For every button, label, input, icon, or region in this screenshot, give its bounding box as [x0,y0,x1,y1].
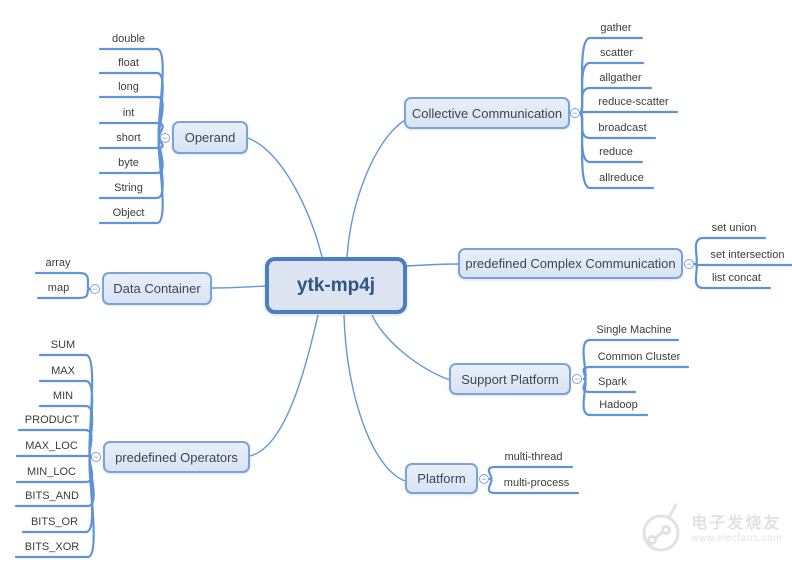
leaf-int[interactable]: int [122,107,135,119]
node-predefined-complex-communication[interactable]: predefined Complex Communication [458,248,683,279]
leaf-multi-thread[interactable]: multi-thread [504,451,563,463]
leaf-max[interactable]: MAX [51,365,75,377]
leaf-single-machine[interactable]: Single Machine [596,324,672,336]
leaf-min-loc[interactable]: MIN_LOC [27,466,76,478]
collapse-toggle-collective-communication[interactable]: − [570,108,580,118]
leaf-list-concat[interactable]: list concat [712,272,761,284]
collapse-toggle-data-container[interactable]: − [90,284,100,294]
leaf-map[interactable]: map [47,282,70,294]
collapse-toggle-predefined-complex-communication[interactable]: − [684,259,694,269]
leaf-short[interactable]: short [116,132,141,144]
root-node-label: ytk-mp4j [296,274,376,296]
node-operand-label: Operand [184,130,236,145]
leaf-reduce[interactable]: reduce [599,146,633,158]
node-data-container-label: Data Container [113,281,201,296]
leaf-byte[interactable]: byte [118,157,139,169]
node-support-platform-label: Support Platform [461,371,559,387]
watermark-site-url: www.elecfans.com [691,532,782,544]
leaf-hadoop[interactable]: Hadoop [599,399,638,411]
minus-icon: − [93,451,99,462]
leaf-set-intersection[interactable]: set intersection [710,249,785,261]
leaf-gather[interactable]: gather [600,22,632,34]
watermark-site-name: 电子发烧友 [691,514,782,532]
leaf-bits-xor[interactable]: BITS_XOR [24,541,80,553]
leaf-object[interactable]: Object [112,207,145,219]
leaf-scatter[interactable]: scatter [599,47,633,59]
node-operand[interactable]: Operand [172,121,248,154]
node-data-container[interactable]: Data Container [102,272,212,305]
leaf-common-cluster[interactable]: Common Cluster [597,351,681,363]
node-collective-communication-label: Collective Communication [411,105,563,121]
support-platform-child-connectors [582,338,690,417]
leaf-max-loc[interactable]: MAX_LOC [25,440,78,452]
leaf-broadcast[interactable]: broadcast [598,122,647,134]
node-collective-communication[interactable]: Collective Communication [404,97,570,129]
node-platform-label: Platform [417,471,466,486]
operand-child-connectors [98,47,164,225]
leaf-reduce-scatter[interactable]: reduce-scatter [598,96,669,108]
leaf-array[interactable]: array [45,257,71,269]
collective-child-connectors [578,36,679,190]
leaf-sum[interactable]: SUM [50,339,76,351]
node-predefined-operators-label: predefined Operators [115,449,238,465]
data-container-child-connectors [34,271,92,300]
leaf-allreduce[interactable]: allreduce [599,172,644,184]
minus-icon: − [92,283,98,294]
leaf-double[interactable]: double [111,33,146,45]
leaf-string[interactable]: String [114,182,143,194]
root-node[interactable]: ytk-mp4j [265,257,407,314]
platform-child-connectors [487,465,580,495]
root-branch-connectors [211,119,459,482]
minus-icon: − [686,258,692,269]
minus-icon: − [481,473,487,484]
leaf-bits-and[interactable]: BITS_AND [25,490,79,502]
leaf-long[interactable]: long [118,81,139,93]
node-predefined-complex-communication-label: predefined Complex Communication [465,256,676,271]
leaf-set-union[interactable]: set union [711,222,757,234]
node-platform[interactable]: Platform [405,463,478,494]
complex-comm-child-connectors [693,236,792,290]
operators-child-connectors [14,353,95,559]
watermark: 电子发烧友 www.elecfans.com [639,503,782,555]
leaf-min[interactable]: MIN [52,390,74,402]
elecfans-logo-icon [642,503,680,552]
leaf-spark[interactable]: Spark [598,376,627,388]
collapse-toggle-support-platform[interactable]: − [572,374,582,384]
node-predefined-operators[interactable]: predefined Operators [103,441,250,473]
leaf-bits-or[interactable]: BITS_OR [30,516,79,528]
collapse-toggle-predefined-operators[interactable]: − [91,452,101,462]
leaf-float[interactable]: float [118,57,139,69]
minus-icon: − [574,373,580,384]
leaf-product[interactable]: PRODUCT [24,414,80,426]
leaf-allgather[interactable]: allgather [599,72,642,84]
collapse-toggle-platform[interactable]: − [479,474,489,484]
minus-icon: − [162,132,168,143]
collapse-toggle-operand[interactable]: − [160,133,170,143]
watermark-text: 电子发烧友 www.elecfans.com [691,515,782,544]
node-support-platform[interactable]: Support Platform [449,363,571,395]
minus-icon: − [572,107,578,118]
leaf-multi-process[interactable]: multi-process [503,477,570,489]
